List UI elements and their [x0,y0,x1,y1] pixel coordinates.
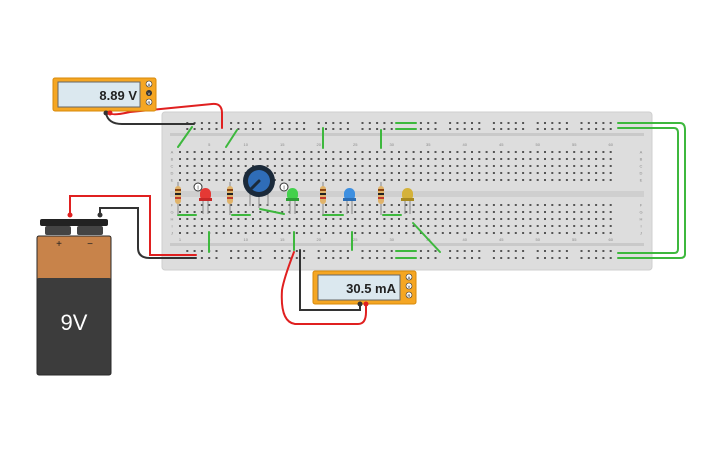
resistor-1[interactable] [175,182,181,215]
battery-9v[interactable]: + − 9V [36,212,112,376]
voltmeter-terminal-r[interactable]: R [145,98,153,106]
column-number: 50 [535,142,540,147]
column-number: 40 [462,237,467,242]
ammeter-terminal-v[interactable]: V [405,282,413,290]
column-number: 55 [572,142,577,147]
row-letter: D [171,171,174,176]
column-number: 30 [389,142,394,147]
voltmeter-terminal-v[interactable]: V [146,90,152,96]
svg-text:V: V [408,284,411,289]
leds[interactable] [199,188,414,214]
column-number: 15 [280,237,285,242]
led-blue[interactable] [343,188,356,214]
battery-plus-label: + [56,239,62,250]
column-number: 40 [462,142,467,147]
column-number: 60 [608,142,613,147]
svg-text:R: R [148,100,151,105]
column-number: 25 [353,237,358,242]
ammeter-terminal-a[interactable]: A [405,273,413,281]
row-letter: B [171,157,174,162]
ammeter-reading: 30.5 mA [346,281,396,296]
led-yellow[interactable] [401,188,414,214]
row-letter: G [170,210,173,215]
info-badge-2[interactable]: i [279,182,289,192]
potentiometer[interactable] [243,165,275,208]
row-letter: F [171,203,174,208]
svg-text:i: i [197,186,198,192]
row-letter: C [171,164,174,169]
row-letter: E [640,178,643,183]
svg-text:R: R [408,293,411,298]
row-letter: H [171,217,174,222]
svg-text:V: V [148,91,151,96]
resistor-4[interactable] [378,182,384,215]
row-letter: I [171,224,172,229]
resistors[interactable] [175,182,384,215]
column-number: 25 [353,142,358,147]
column-number: 45 [499,237,504,242]
voltmeter-terminal-a[interactable]: A [145,80,153,88]
svg-text:A: A [408,275,411,280]
resistor-2[interactable] [227,182,233,215]
row-letter: C [640,164,643,169]
column-number: 35 [426,142,431,147]
column-number: 5 [208,142,211,147]
ammeter[interactable]: 30.5 mA A V R [312,270,417,307]
row-letter: J [171,231,173,236]
battery-label: 9V [61,310,88,335]
breadboard-holes[interactable] [179,122,612,259]
battery-minus-label: − [87,239,93,250]
led-red[interactable] [199,188,212,214]
resistor-3[interactable] [320,182,326,215]
voltmeter-reading: 8.89 V [99,88,137,103]
row-letter: F [640,203,643,208]
row-letter: A [171,150,174,155]
column-number: 30 [389,237,394,242]
svg-text:A: A [148,82,151,87]
row-letter: E [171,178,174,183]
column-number: 15 [280,142,285,147]
column-number: 55 [572,237,577,242]
column-number: 10 [243,237,248,242]
column-number: 60 [608,237,613,242]
row-letter: B [640,157,643,162]
info-badge-1[interactable]: i [193,182,203,192]
row-letter: A [640,150,643,155]
column-number: 10 [243,142,248,147]
column-number: 20 [316,237,321,242]
column-number: 20 [316,142,321,147]
column-number: 50 [535,237,540,242]
led-green[interactable] [286,188,299,214]
green-wires[interactable] [177,122,686,259]
column-number: 1 [179,237,182,242]
battery-wires[interactable] [69,195,197,259]
row-letter: J [640,231,642,236]
voltmeter[interactable]: 8.89 V A V R [52,77,157,116]
row-letter: D [640,171,643,176]
column-number: 45 [499,142,504,147]
svg-text:i: i [283,186,284,192]
row-letter: I [640,224,641,229]
row-letter: G [639,210,642,215]
row-letter: H [640,217,643,222]
ammeter-terminal-r[interactable]: R [405,291,413,299]
